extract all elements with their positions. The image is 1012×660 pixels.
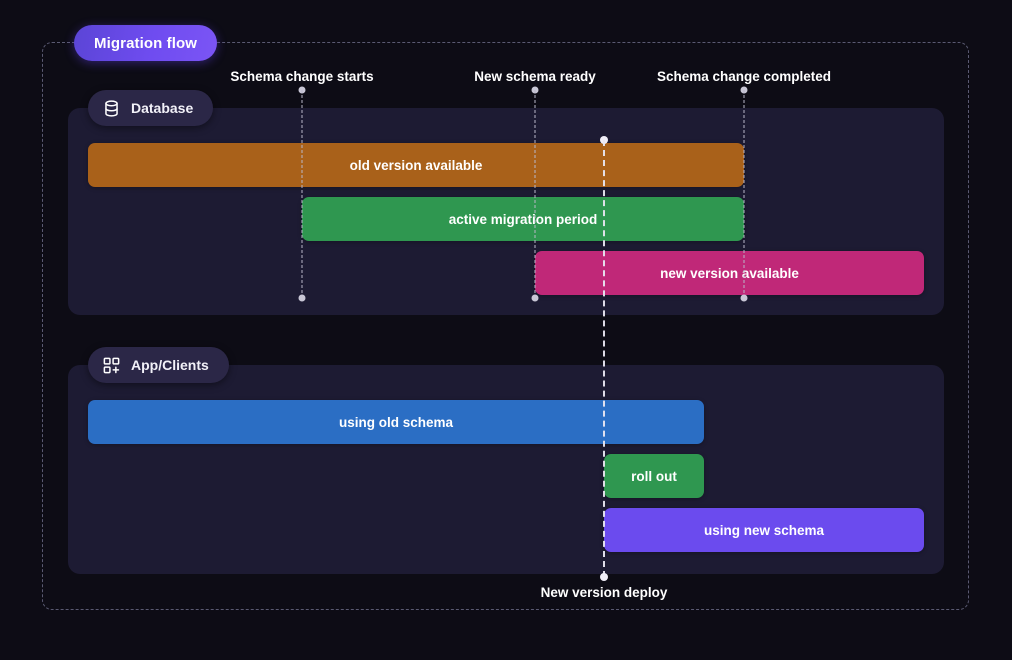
bar-roll-out[interactable]: roll out	[604, 454, 704, 498]
bar-label: old version available	[349, 157, 483, 173]
milestone-line	[534, 90, 536, 298]
milestone-label: New schema ready	[474, 69, 596, 84]
milestone-label: Schema change starts	[230, 69, 374, 84]
milestone-line	[743, 90, 745, 298]
milestone-label: New version deploy	[540, 585, 668, 600]
lane-chip-app-clients-label: App/Clients	[131, 357, 209, 373]
bar-active-migration-period[interactable]: active migration period	[302, 197, 744, 241]
page-title: Migration flow	[94, 34, 198, 52]
milestone-dot-bottom	[531, 294, 539, 302]
bar-label: using new schema	[703, 522, 825, 538]
bar-label: active migration period	[448, 211, 598, 227]
milestone-dot-bottom	[600, 573, 608, 581]
app-grid-plus-icon	[103, 357, 120, 373]
milestone-dot-bottom	[298, 294, 306, 302]
milestone-line	[603, 140, 605, 577]
bar-using-old-schema[interactable]: using old schema	[88, 400, 704, 444]
bar-label: new version available	[660, 265, 799, 281]
database-icon	[105, 99, 118, 117]
bar-label: roll out	[631, 468, 677, 484]
bar-old-version-available[interactable]: old version available	[88, 143, 744, 187]
bar-using-new-schema[interactable]: using new schema	[604, 508, 924, 552]
lane-chip-app-clients[interactable]: App/Clients	[88, 347, 229, 383]
milestone-label: Schema change completed	[656, 69, 832, 84]
milestone-dot-bottom	[740, 294, 748, 302]
migration-flow-title-badge: Migration flow	[74, 25, 218, 61]
milestone-line	[301, 90, 303, 298]
lane-chip-database-label: Database	[131, 100, 194, 116]
lane-chip-database[interactable]: Database	[88, 90, 214, 126]
diagram-frame	[42, 42, 969, 610]
bar-label: using old schema	[338, 414, 454, 430]
bar-new-version-available[interactable]: new version available	[535, 251, 924, 295]
